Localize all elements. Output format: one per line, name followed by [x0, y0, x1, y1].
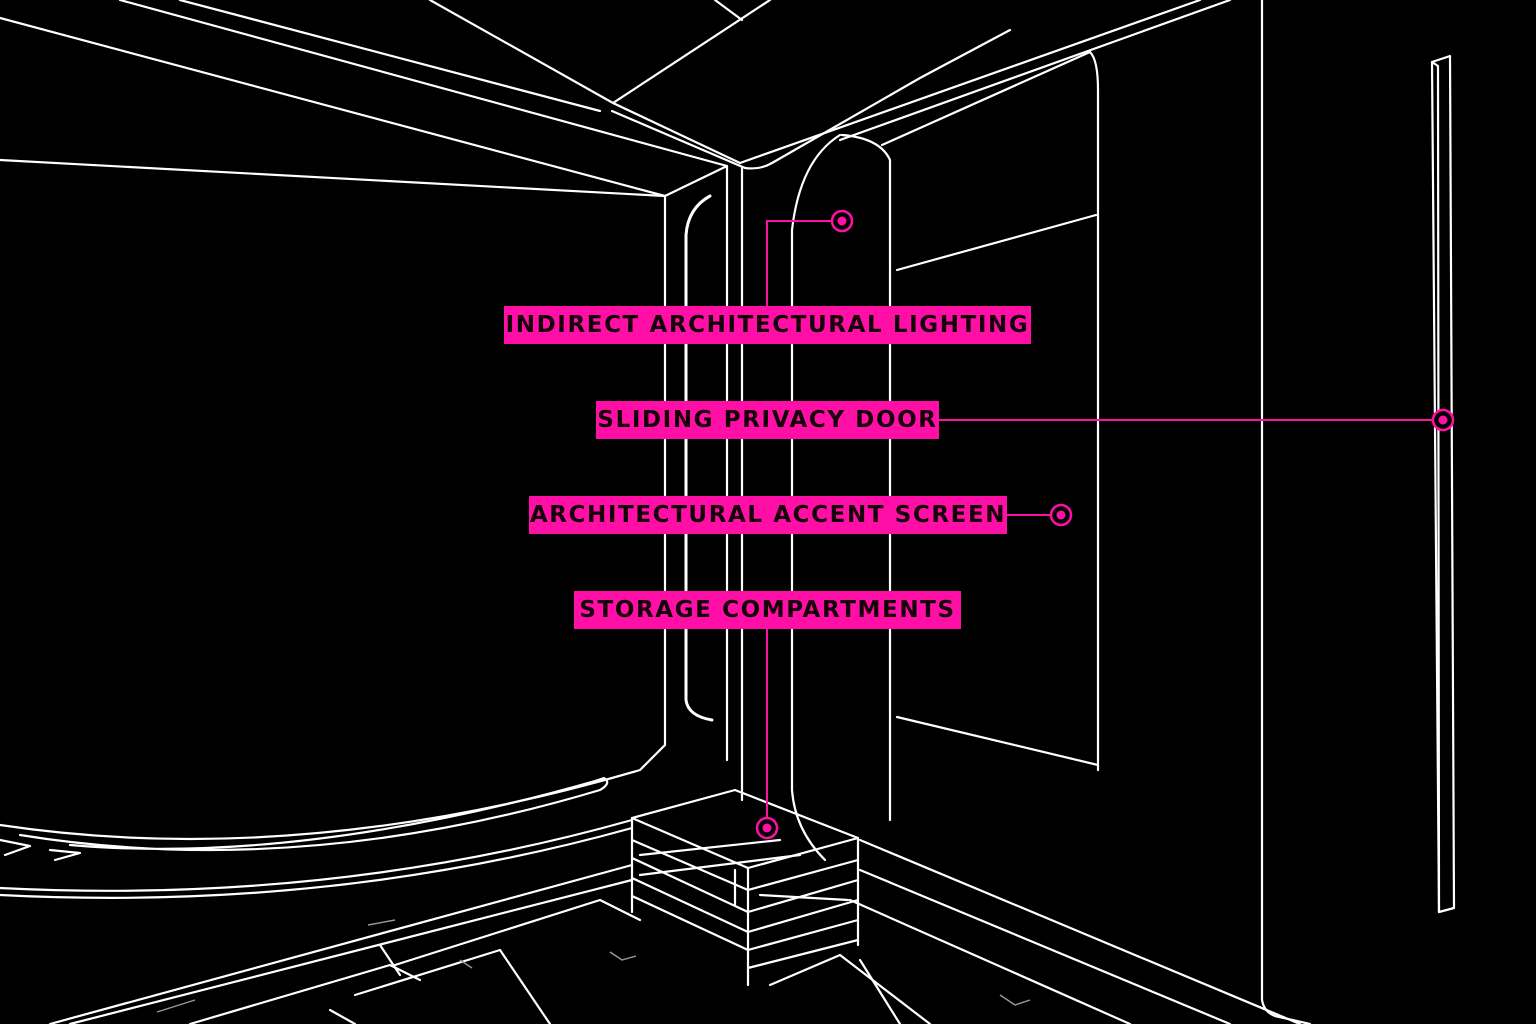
target-dot-icon[interactable] [1431, 408, 1455, 432]
target-dot-icon[interactable] [830, 209, 854, 233]
leader-lines [766, 220, 1433, 818]
label-sliding-privacy-door: SLIDING PRIVACY DOOR [596, 401, 939, 439]
floor-mark-lines [156, 919, 1031, 1013]
label-storage-compartments: STORAGE COMPARTMENTS [574, 591, 961, 629]
room-wireframe [0, 0, 1456, 1024]
target-dot-icon[interactable] [1049, 503, 1073, 527]
target-dot-icon[interactable] [755, 816, 779, 840]
label-architectural-accent-screen: ARCHITECTURAL ACCENT SCREEN [529, 496, 1007, 534]
label-indirect-architectural-lighting: INDIRECT ARCHITECTURAL LIGHTING [504, 306, 1031, 344]
